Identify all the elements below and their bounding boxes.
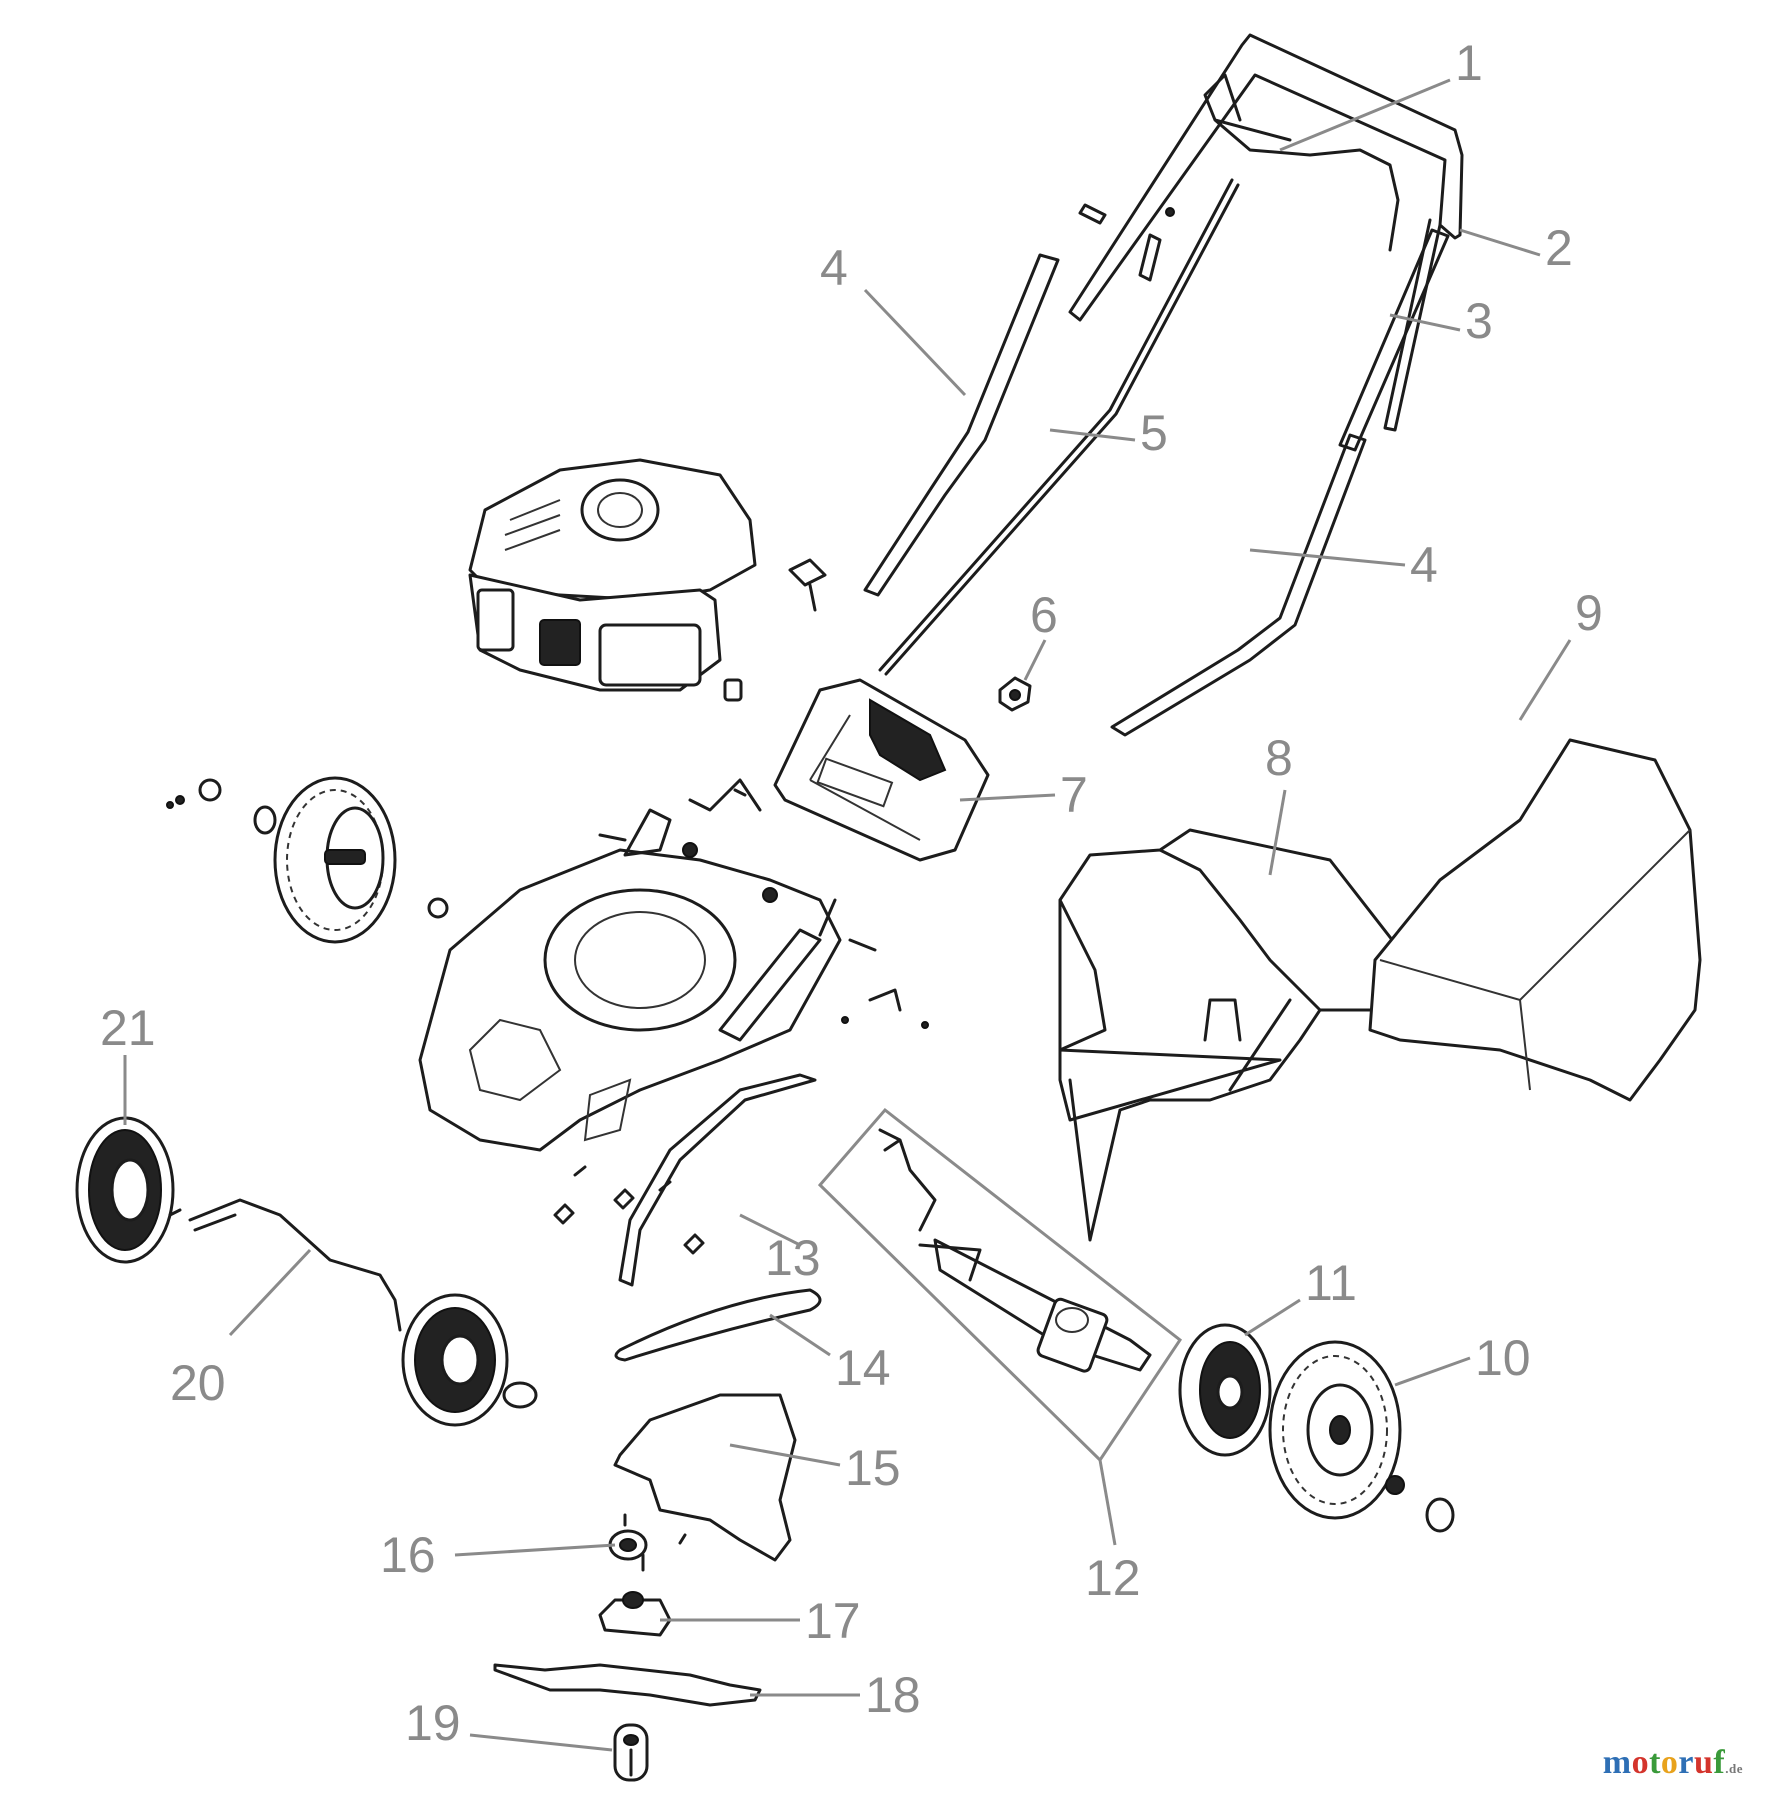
- callout-6: 6: [1030, 587, 1058, 643]
- part-rear-axle: [168, 1198, 402, 1332]
- part-wheel-21: [75, 1116, 175, 1264]
- motoruf-watermark: motoruf.de: [1603, 1744, 1743, 1782]
- part-belt: [614, 1288, 822, 1362]
- callout-12: 12: [1085, 1550, 1141, 1606]
- part-deck-screws: [553, 1165, 705, 1255]
- part-blade-hub: [598, 1591, 672, 1637]
- part-deflector: [613, 1393, 797, 1562]
- callout-1: 1: [1455, 35, 1483, 91]
- watermark-letter: u: [1694, 1744, 1714, 1781]
- callout-5: 5: [1140, 405, 1168, 461]
- callout-15: 15: [845, 1440, 901, 1496]
- part-grass-bag-frame: [1058, 828, 1402, 1242]
- callout-7: 7: [1060, 767, 1088, 823]
- callout-14: 14: [835, 1340, 891, 1396]
- part-height-lever: [718, 898, 837, 1042]
- part-cable-fittings: [1078, 203, 1175, 282]
- part-handle-mid-tube: [1338, 228, 1450, 452]
- part-blade-adapter: [608, 1513, 687, 1572]
- callout-13: 13: [765, 1230, 821, 1286]
- watermark-letter: t: [1649, 1744, 1661, 1781]
- callout-8: 8: [1265, 730, 1293, 786]
- part-wheel-hub-parts: [166, 778, 449, 919]
- callout-9: 9: [1575, 585, 1603, 641]
- watermark-tld: .de: [1725, 1761, 1743, 1776]
- watermark-letter: f: [1713, 1744, 1726, 1781]
- callout-4-lower: 4: [1410, 537, 1438, 593]
- part-drive-rod: [618, 1073, 817, 1287]
- part-rear-flap: [773, 678, 990, 862]
- part-flap-hinge: [688, 778, 762, 812]
- callout-4-upper: 4: [820, 240, 848, 296]
- part-deck-bolts: [598, 833, 929, 1029]
- watermark-letter: m: [1602, 1744, 1632, 1781]
- callout-21: 21: [100, 1000, 156, 1056]
- part-rear-wheel-right: [401, 1293, 538, 1427]
- part-engine-knob: [788, 558, 827, 612]
- callout-16: 16: [380, 1527, 436, 1583]
- part-blade-bolt: [613, 1723, 649, 1782]
- callout-20: 20: [170, 1355, 226, 1411]
- part-lower-handle-right: [1110, 433, 1367, 737]
- watermark-letter: r: [1678, 1744, 1694, 1781]
- callout-11: 11: [1305, 1255, 1357, 1311]
- leader-lines: [123, 78, 1572, 1752]
- callout-10: 10: [1475, 1330, 1531, 1386]
- callout-2: 2: [1545, 220, 1573, 276]
- part-front-wheel: [1268, 1340, 1455, 1533]
- part-gearbox-group: [817, 1107, 1183, 1463]
- part-engine-spacer: [723, 678, 743, 702]
- watermark-letter: o: [1631, 1744, 1650, 1781]
- callout-3: 3: [1465, 293, 1493, 349]
- callout-labels: 1 2 3 4 4 5 6 7 8 9 10 11 12 13 14 15 16…: [100, 35, 1603, 1751]
- watermark-letter: o: [1660, 1744, 1679, 1781]
- part-handle-knob: [998, 676, 1032, 712]
- part-bail-lever: [1203, 73, 1400, 252]
- part-hub-cover: [1178, 1323, 1272, 1457]
- part-lower-handle-left: [863, 253, 1060, 597]
- part-blade: [493, 1663, 762, 1707]
- part-grass-bag: [1368, 738, 1702, 1102]
- part-engine: [468, 458, 757, 692]
- callout-18: 18: [865, 1667, 921, 1723]
- callout-17: 17: [805, 1593, 861, 1649]
- part-cable: [878, 178, 1240, 676]
- part-upper-handle: [1068, 33, 1464, 432]
- part-deck-bracket: [623, 808, 672, 857]
- part-mower-deck: [418, 848, 842, 1152]
- callout-19: 19: [405, 1695, 461, 1751]
- part-wheel-upper: [273, 776, 397, 944]
